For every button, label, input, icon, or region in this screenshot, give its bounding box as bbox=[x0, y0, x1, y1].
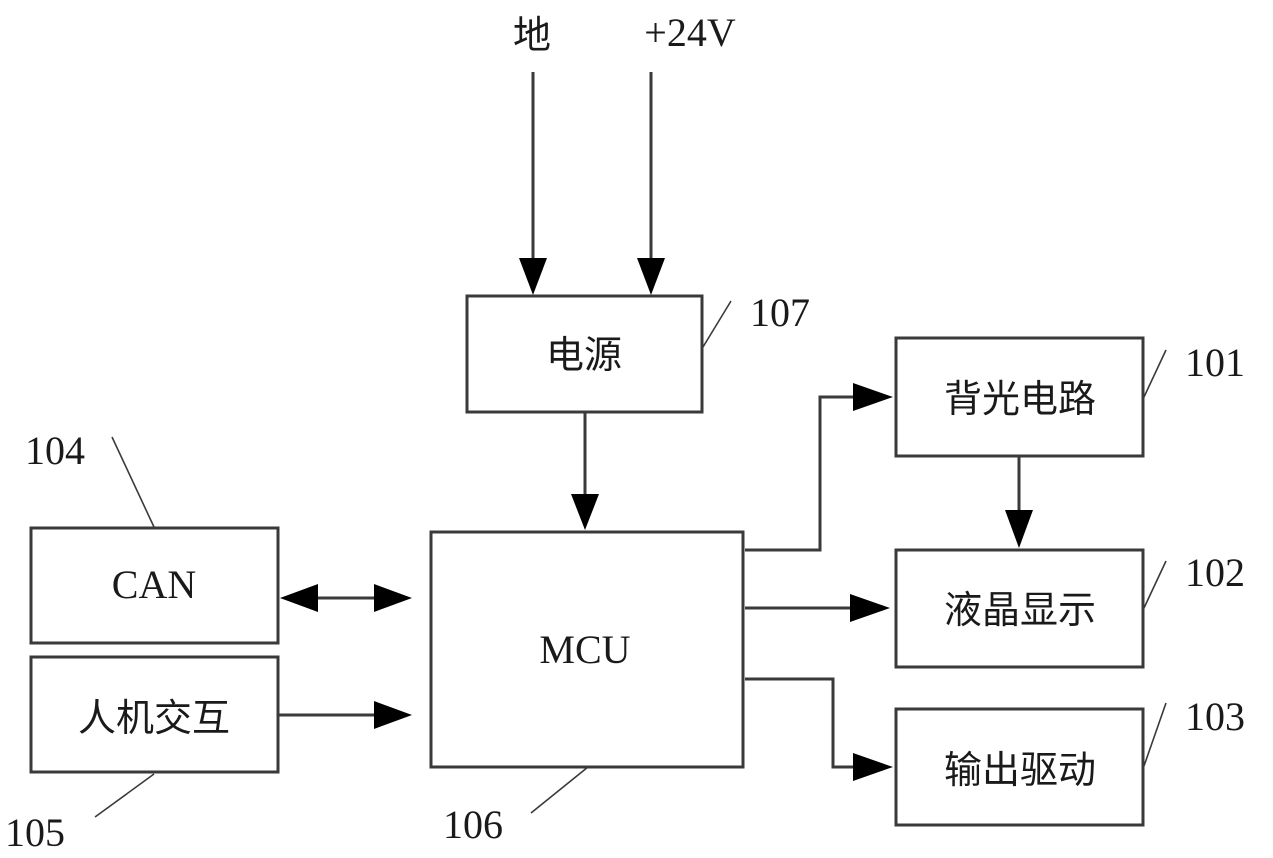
hmi-block-label: 人机交互 bbox=[78, 696, 230, 740]
mcu-ref-number: 106 bbox=[443, 802, 503, 847]
can-mcu-bidirectional-arrow bbox=[280, 584, 412, 612]
can-ref-leader bbox=[111, 436, 155, 528]
can-block-label: CAN bbox=[112, 562, 196, 607]
mcu-ref-leader bbox=[530, 766, 589, 814]
mcu-block: MCU bbox=[429, 530, 745, 769]
power-block-label: 电源 bbox=[546, 333, 622, 377]
supply-24v-label: +24V bbox=[644, 10, 736, 55]
output-driver-block-label: 输出驱动 bbox=[944, 748, 1096, 792]
backlight-block: 背光电路 bbox=[894, 336, 1145, 458]
can-block: CAN bbox=[29, 526, 280, 645]
power-ref-number: 107 bbox=[750, 290, 810, 335]
backlight-block-label: 背光电路 bbox=[944, 377, 1096, 421]
hmi-ref-leader bbox=[94, 773, 155, 818]
power-ref-leader bbox=[702, 300, 732, 348]
lcd-block: 液晶显示 bbox=[894, 548, 1145, 669]
mcu-to-backlight-arrow bbox=[745, 383, 893, 552]
output-driver-ref-number: 103 bbox=[1185, 694, 1245, 739]
ground-label: 地 bbox=[513, 13, 551, 57]
can-ref-number: 104 bbox=[25, 428, 85, 473]
lcd-ref-leader bbox=[1143, 560, 1167, 609]
mcu-to-lcd-arrow bbox=[745, 594, 890, 622]
supply-to-power-arrow bbox=[637, 72, 665, 295]
backlight-ref-number: 101 bbox=[1185, 340, 1245, 385]
lcd-block-label: 液晶显示 bbox=[944, 588, 1096, 632]
output-driver-ref-leader bbox=[1143, 702, 1167, 767]
hmi-block: 人机交互 bbox=[29, 655, 280, 774]
power-block: 电源 bbox=[465, 294, 704, 414]
hmi-ref-number: 105 bbox=[5, 810, 65, 855]
backlight-ref-leader bbox=[1143, 349, 1167, 398]
backlight-to-lcd-arrow bbox=[1005, 456, 1033, 548]
output-driver-block: 输出驱动 bbox=[894, 707, 1145, 827]
ground-to-power-arrow bbox=[519, 72, 547, 295]
lcd-ref-number: 102 bbox=[1185, 550, 1245, 595]
mcu-to-output-driver-arrow bbox=[745, 677, 893, 781]
hmi-to-mcu-arrow bbox=[278, 701, 412, 729]
power-to-mcu-arrow bbox=[571, 412, 599, 530]
mcu-block-label: MCU bbox=[539, 627, 630, 672]
